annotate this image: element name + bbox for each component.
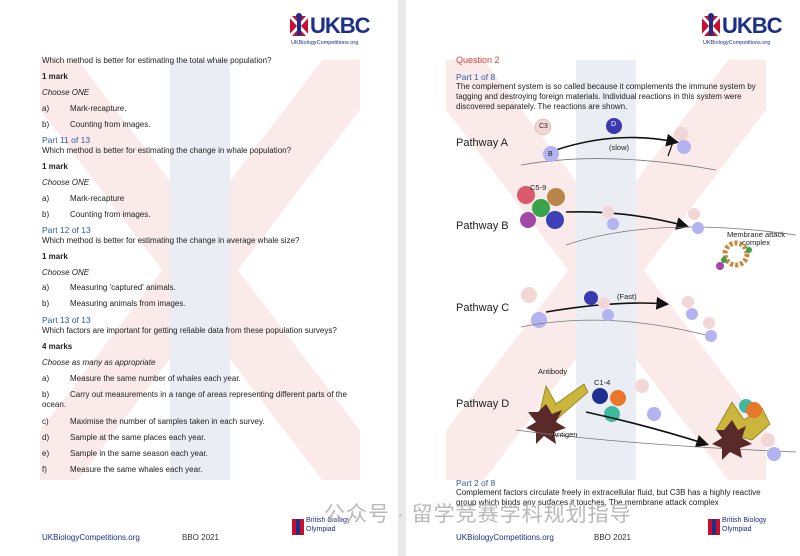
q10-text: Which method is better for estimating th… xyxy=(42,56,272,65)
slow-label: (slow) xyxy=(609,143,629,152)
q10-option-b[interactable]: Counting from images. xyxy=(70,120,151,129)
pathway-d-label: Pathway D xyxy=(456,398,510,410)
ukbc-logo: UKBC UKBiologyCompetitions.org xyxy=(290,10,371,50)
q10-choose: Choose ONE xyxy=(42,88,90,97)
pathway-b-label: Pathway B xyxy=(456,220,509,232)
fast-label: (Fast) xyxy=(617,292,637,301)
p13-option-b-letter[interactable]: b) xyxy=(42,390,50,399)
part-11-choose: Choose ONE xyxy=(42,178,90,187)
mac-label: Membrane attack complex xyxy=(727,230,785,247)
p13-option-c-letter[interactable]: c) xyxy=(42,417,49,426)
p12-option-a[interactable]: Measuring 'captured' animals. xyxy=(70,283,176,292)
part-13-marks: 4 marks xyxy=(42,342,73,351)
p11-option-a-letter[interactable]: a) xyxy=(42,194,50,203)
p12-option-b[interactable]: Measuring animals from images. xyxy=(70,299,186,308)
q10-option-a-letter[interactable]: a) xyxy=(42,104,50,113)
p13-option-c[interactable]: Maximise the number of samples taken in … xyxy=(70,417,265,426)
p13-option-d[interactable]: Sample at the same places each year. xyxy=(70,433,206,442)
p11-option-b[interactable]: Counting from images. xyxy=(70,210,151,219)
c3-label: C3 xyxy=(539,123,548,130)
p13-option-e[interactable]: Sample in the same season each year. xyxy=(70,449,208,458)
p11-option-b-letter[interactable]: b) xyxy=(42,210,50,219)
part-12-text: Which method is better for estimating th… xyxy=(42,236,300,245)
p13-option-a-letter[interactable]: a) xyxy=(42,374,50,383)
b-label: B xyxy=(548,151,553,158)
part-11-marks: 1 mark xyxy=(42,162,68,171)
c14-label: C1-4 xyxy=(594,378,611,387)
part-12-choose: Choose ONE xyxy=(42,268,90,277)
left-page: UKBC UKBiologyCompetitions.org Which met… xyxy=(0,0,398,556)
footer-site-link[interactable]: UKBiologyCompetitions.org xyxy=(456,533,554,542)
p13-option-a[interactable]: Measure the same number of whales each y… xyxy=(70,374,241,383)
olympiad-flag-icon xyxy=(708,519,720,535)
p12-option-a-letter[interactable]: a) xyxy=(42,283,50,292)
wechat-watermark: 公众号 · 留学竞赛学科规划指导 xyxy=(324,503,632,526)
part-1-title: Part 1 of 8 xyxy=(456,72,496,82)
q10-option-b-letter[interactable]: b) xyxy=(42,120,50,129)
olympiad-logo: British Biology Olympiad xyxy=(708,517,778,539)
p13-option-f[interactable]: Measure the same whales each year. xyxy=(70,465,203,474)
antigen-label: Antigen xyxy=(552,430,578,439)
ukbc-logo: UKBC UKBiologyCompetitions.org xyxy=(702,10,783,50)
part-13-choose: Choose as many as appropriate xyxy=(42,358,156,367)
intro-text: The complement system is so called becau… xyxy=(456,82,756,111)
p11-option-a[interactable]: Mark-recapture xyxy=(70,194,125,203)
antibody-label: Antibody xyxy=(538,367,568,376)
part-12-marks: 1 mark xyxy=(42,252,68,261)
p13-option-f-letter[interactable]: f) xyxy=(42,465,47,474)
right-page: UKBC UKBiologyCompetitions.org Question … xyxy=(406,0,800,556)
c59-label: C5-9 xyxy=(530,183,547,192)
lion-flag-icon xyxy=(290,13,308,38)
olympiad-logo: British Biology Olympiad xyxy=(292,517,362,539)
pathway-c-label: Pathway C xyxy=(456,302,510,314)
q10-marks: 1 mark xyxy=(42,72,68,81)
p13-option-e-letter[interactable]: e) xyxy=(42,449,50,458)
olympiad-line1: British Biology xyxy=(722,517,767,524)
p13-option-b[interactable]: Carry out measurements in a range of are… xyxy=(42,390,347,409)
part-2-title: Part 2 of 8 xyxy=(456,478,496,488)
pathway-a-label: Pathway A xyxy=(456,137,508,149)
p12-option-b-letter[interactable]: b) xyxy=(42,299,50,308)
lion-flag-icon xyxy=(702,13,720,38)
part-13-text: Which factors are important for getting … xyxy=(42,326,337,335)
logo-subtitle: UKBiologyCompetitions.org xyxy=(703,40,771,46)
part-11-text: Which method is better for estimating th… xyxy=(42,146,292,155)
part-13-title: Part 13 of 13 xyxy=(42,315,91,325)
olympiad-line2: Olympiad xyxy=(306,526,336,533)
olympiad-line2: Olympiad xyxy=(722,526,752,533)
part-2-text: Complement factors circulate freely in e… xyxy=(456,488,761,507)
question-heading: Question 2 xyxy=(456,55,500,65)
d-label: D xyxy=(611,121,617,128)
p13-option-d-letter[interactable]: d) xyxy=(42,433,50,442)
q10-option-a[interactable]: Mark-recapture. xyxy=(70,104,127,113)
complement-pathways-diagram xyxy=(515,118,797,461)
logo-subtitle: UKBiologyCompetitions.org xyxy=(291,40,359,46)
footer-event: BBO 2021 xyxy=(182,533,219,542)
footer-site-link[interactable]: UKBiologyCompetitions.org xyxy=(42,533,140,542)
part-12-title: Part 12 of 13 xyxy=(42,225,91,235)
olympiad-line1: British Biology xyxy=(306,517,351,524)
logo-text: UKBC xyxy=(310,13,371,38)
footer-event: BBO 2021 xyxy=(594,533,631,542)
logo-text: UKBC xyxy=(722,13,783,38)
part-11-title: Part 11 of 13 xyxy=(42,135,91,145)
olympiad-flag-icon xyxy=(292,519,304,535)
